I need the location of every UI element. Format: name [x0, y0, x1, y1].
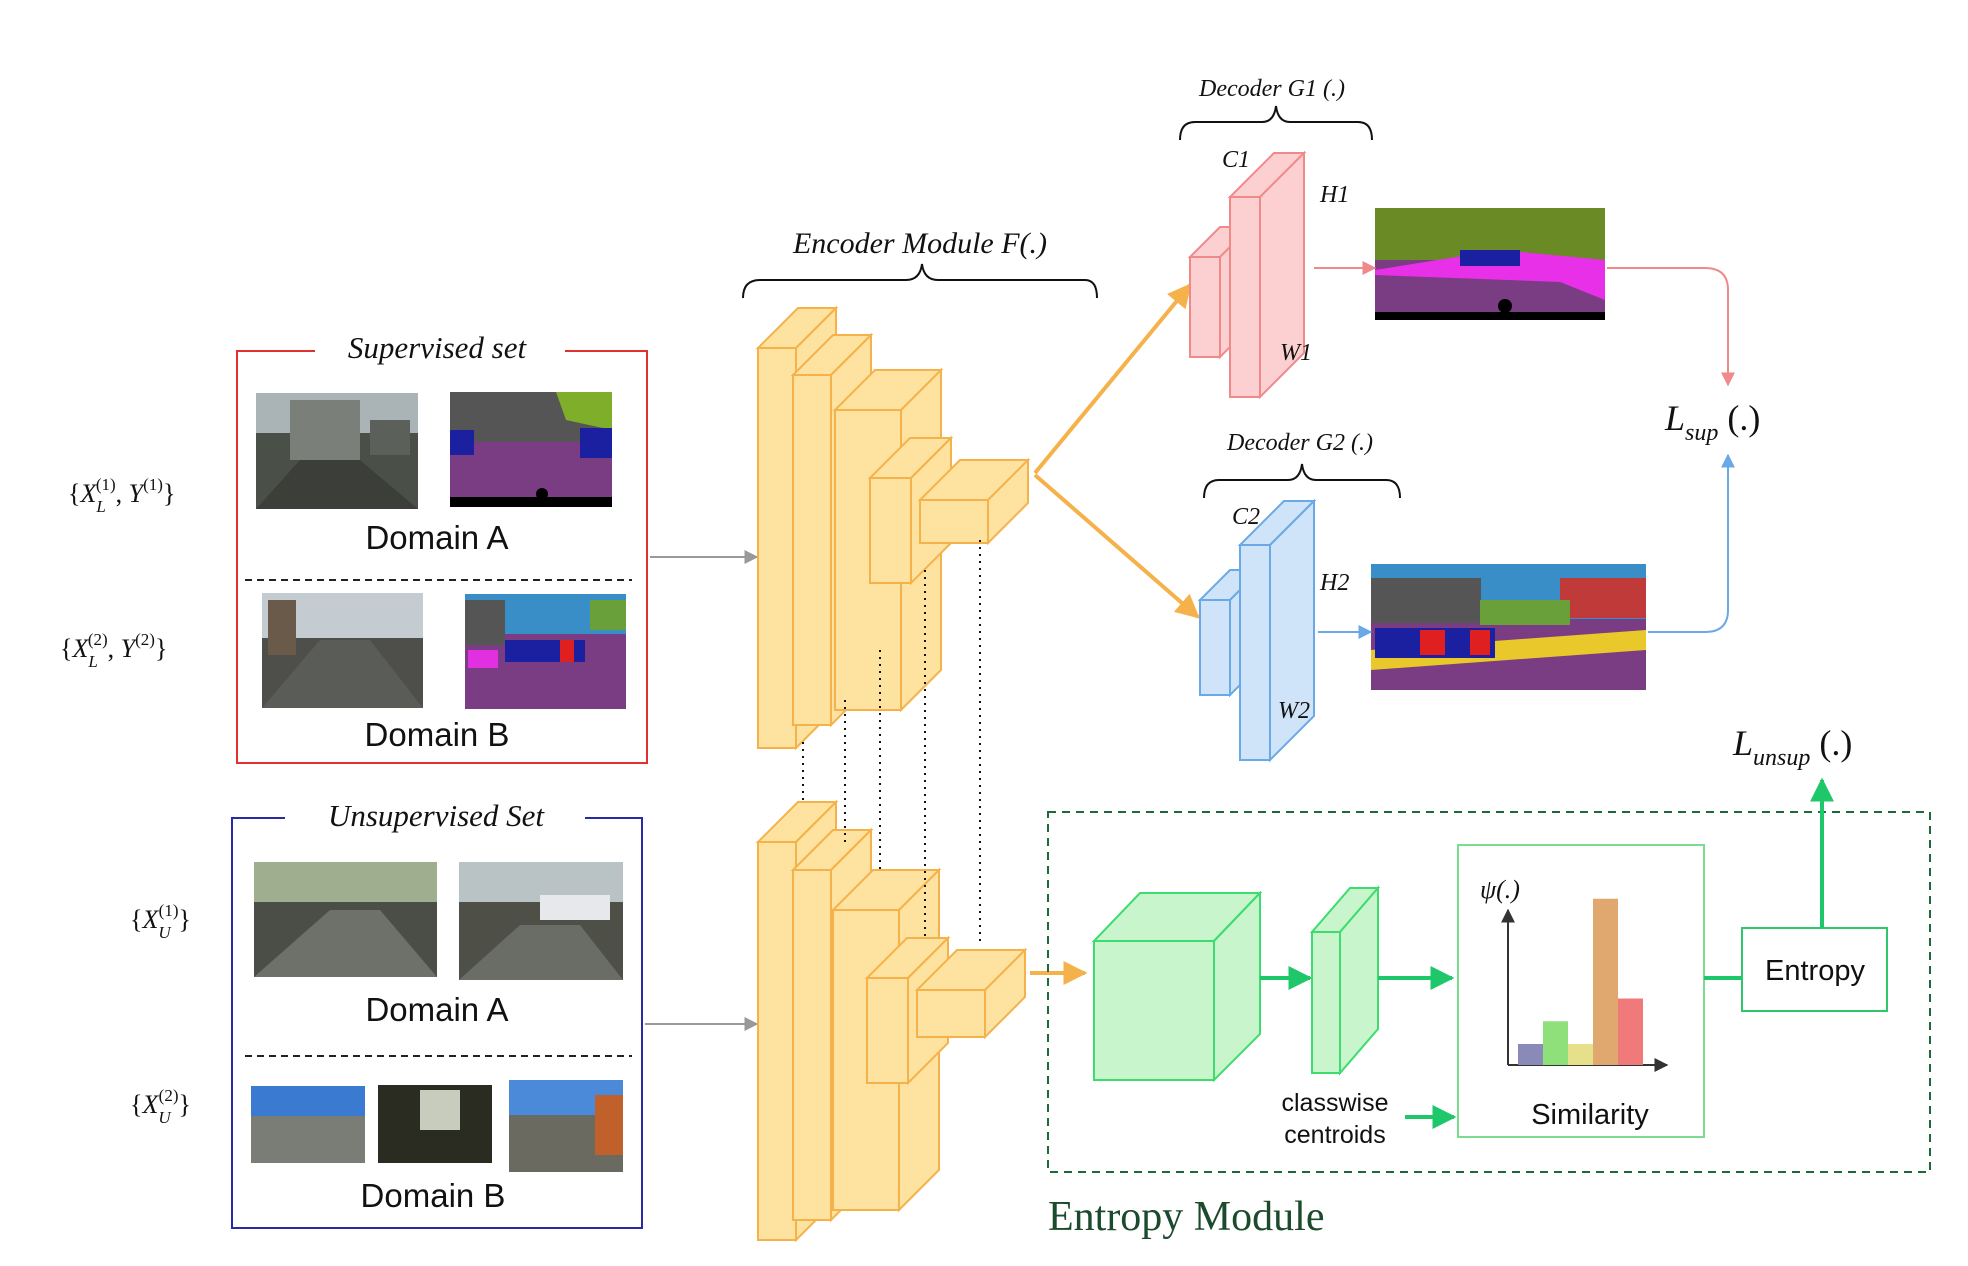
classwise-centroids-label: classwise: [1282, 1089, 1389, 1117]
decoder1-segmentation-output: [1375, 208, 1605, 320]
unsupervised-domain-b-photo-1: [251, 1086, 365, 1163]
output1-to-lsup-arrow: [1607, 267, 1735, 387]
supervised-set-title: Supervised set: [348, 330, 528, 365]
histogram-bar-3: [1568, 1044, 1593, 1065]
unsupervised-domain-a-photo-1: [254, 862, 437, 977]
unsupervised-domain-b-photo-2: [378, 1085, 492, 1163]
similarity-box: [1457, 844, 1705, 1138]
decoder1-stack: [1187, 150, 1307, 400]
unsupervised-domain-a-photo-2: [459, 862, 623, 980]
decoder1-layer-2: [1227, 150, 1307, 400]
decoder2-stack: [1197, 498, 1317, 763]
svg-text:Encoder Module F(.): Encoder Module F(.): [792, 227, 1047, 260]
decoder2-segmentation-output: [1371, 564, 1646, 690]
loss-supervised: Lsup (.): [1664, 398, 1760, 446]
encoder-to-decoder1-arrow: [1033, 283, 1192, 475]
similarity-histogram: [1501, 898, 1669, 1072]
decoder2-w-label: W2: [1278, 698, 1310, 724]
encoder-module-label: Encoder Module F(.): [742, 227, 1098, 299]
unsupervised-domain-b-label: Domain B: [361, 1177, 506, 1214]
decoder2-c-label: C2: [1232, 504, 1260, 530]
svg-text:{XU(2)}: {XU(2)}: [130, 1086, 191, 1127]
entropy-module: Entropy Module classwise centroids ψ(.) …: [1047, 777, 1931, 1240]
entropy-feature-cube: [1091, 890, 1263, 1083]
output2-to-lsup-arrow: [1648, 453, 1735, 633]
histogram-bar-4: [1593, 898, 1618, 1065]
loss-unsupervised: Lunsup (.): [1732, 723, 1852, 771]
histogram-bar-1: [1518, 1044, 1543, 1065]
svg-text:Lunsup (.): Lunsup (.): [1732, 723, 1852, 771]
decoder2-h-label: H2: [1319, 570, 1349, 596]
similarity-label: Similarity: [1531, 1099, 1649, 1131]
supervised-domain-b-photo: [262, 593, 423, 708]
svg-text:Decoder G2 (.): Decoder G2 (.): [1226, 430, 1373, 456]
classwise-centroids-label-2: centroids: [1284, 1121, 1385, 1149]
encoder-to-decoder2-arrow: [1033, 473, 1200, 619]
encoder-bottom-layer-5: [914, 947, 1028, 1040]
svg-text:{XU(1)}: {XU(1)}: [130, 901, 191, 942]
encoder-top-stack: [755, 305, 1031, 751]
unsupervised-set-title: Unsupervised Set: [328, 798, 545, 833]
supervised-set-b-math: {XL(2), Y(2)}: [60, 630, 167, 671]
svg-text:{XL(1), Y(1)}: {XL(1), Y(1)}: [68, 475, 175, 516]
svg-text:Decoder G1 (.): Decoder G1 (.): [1198, 76, 1345, 102]
classwise-centroids-block: [1309, 885, 1381, 1076]
entropy-label: Entropy: [1765, 955, 1865, 987]
svg-text:Lsup (.): Lsup (.): [1664, 398, 1760, 446]
supervised-domain-a-label: Domain A: [365, 519, 508, 556]
decoder1-label: Decoder G1 (.): [1179, 76, 1373, 141]
svg-text:{XL(2), Y(2)}: {XL(2), Y(2)}: [60, 630, 167, 671]
unsupervised-domain-a-label: Domain A: [365, 991, 508, 1028]
supervised-domain-b-label: Domain B: [365, 716, 510, 753]
supervised-domain-a-photo: [256, 393, 418, 509]
decoder2-label: Decoder G2 (.): [1203, 430, 1401, 499]
entropy-box: [1741, 927, 1888, 1012]
shared-weights-dotted-lines: [802, 540, 981, 945]
encoder-top-layer-5: [917, 457, 1031, 546]
unsupervised-domain-b-photo-3: [509, 1080, 623, 1172]
supervised-domain-a-segmentation: [450, 392, 612, 507]
decoder1-w-label: W1: [1280, 340, 1312, 366]
decoder1-c-label: C1: [1222, 147, 1250, 173]
encoder-bottom-stack: [755, 799, 1028, 1243]
unsupervised-set-b-math: {XU(2)}: [130, 1086, 191, 1127]
entropy-module-title: Entropy Module: [1048, 1194, 1324, 1240]
unsupervised-set-panel: Unsupervised Set Domain A Domain B: [231, 798, 643, 1229]
supervised-set-a-math: {XL(1), Y(1)}: [68, 475, 175, 516]
supervised-set-panel: Supervised set Domain A: [236, 330, 648, 764]
unsupervised-set-a-math: {XU(1)}: [130, 901, 191, 942]
histogram-bar-5: [1618, 998, 1643, 1065]
supervised-domain-b-segmentation: [465, 594, 626, 709]
histogram-bar-2: [1543, 1021, 1568, 1065]
psi-label: ψ(.): [1480, 875, 1520, 904]
decoder2-layer-2: [1237, 498, 1317, 763]
decoder1-h-label: H1: [1319, 182, 1349, 208]
